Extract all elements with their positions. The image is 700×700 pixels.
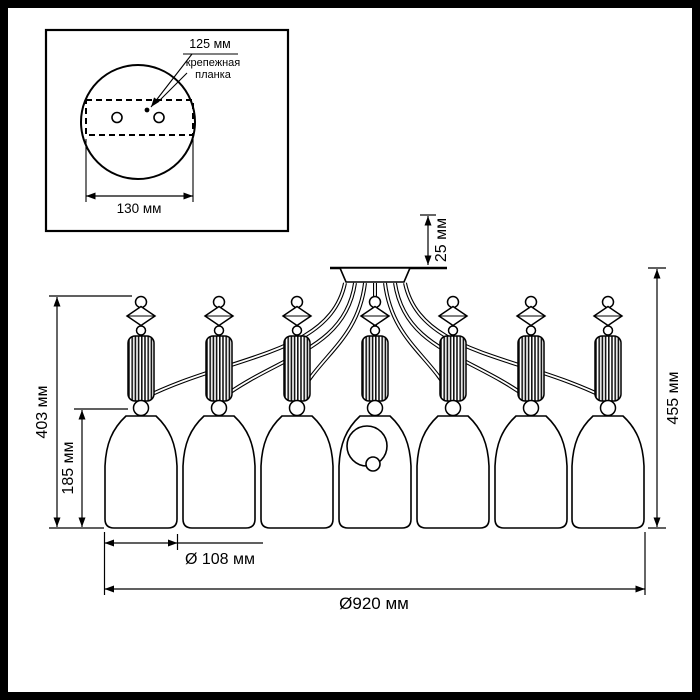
mounting-plate-inset: 125 мм крепежная планка 130 мм: [44, 28, 290, 233]
canopy-top-view-circle: [80, 64, 196, 180]
mounting-plate-dashed-rect: [85, 99, 194, 136]
arm-1: [143, 282, 347, 400]
leader-125: [150, 53, 193, 108]
dim-25-label: 25 мм: [433, 218, 450, 262]
lamp-1: [104, 295, 178, 529]
lamp-7: [571, 295, 645, 529]
plate-note-line2: планка: [195, 69, 232, 81]
mounting-hole-right: [153, 111, 165, 124]
dim-108-label: Ø 108 мм: [185, 551, 255, 568]
dim-125-label: 125 мм: [189, 37, 231, 51]
arm-7: [403, 282, 607, 400]
ceiling-canopy: [338, 267, 412, 283]
lamp-6: [494, 295, 568, 529]
chandelier-front-view: [104, 266, 645, 529]
lamp-2: [182, 295, 256, 529]
plate-note-line1: крепежная: [186, 57, 241, 69]
lamp-5: [416, 295, 490, 529]
dim-920-label: Ø920 мм: [339, 594, 409, 613]
leader-plate-note: [158, 72, 188, 102]
dimension-lines: [49, 214, 666, 595]
mounting-hole-left: [111, 111, 123, 124]
center-decorative-ball: [365, 456, 381, 472]
lamp-3: [260, 295, 334, 529]
dim-455-label: 455 мм: [665, 371, 682, 424]
dim-403-label: 403 мм: [34, 385, 51, 438]
dim-185-label: 185 мм: [60, 441, 77, 494]
dim-130-label: 130 мм: [117, 201, 162, 216]
plate-center-dot: [144, 107, 150, 113]
